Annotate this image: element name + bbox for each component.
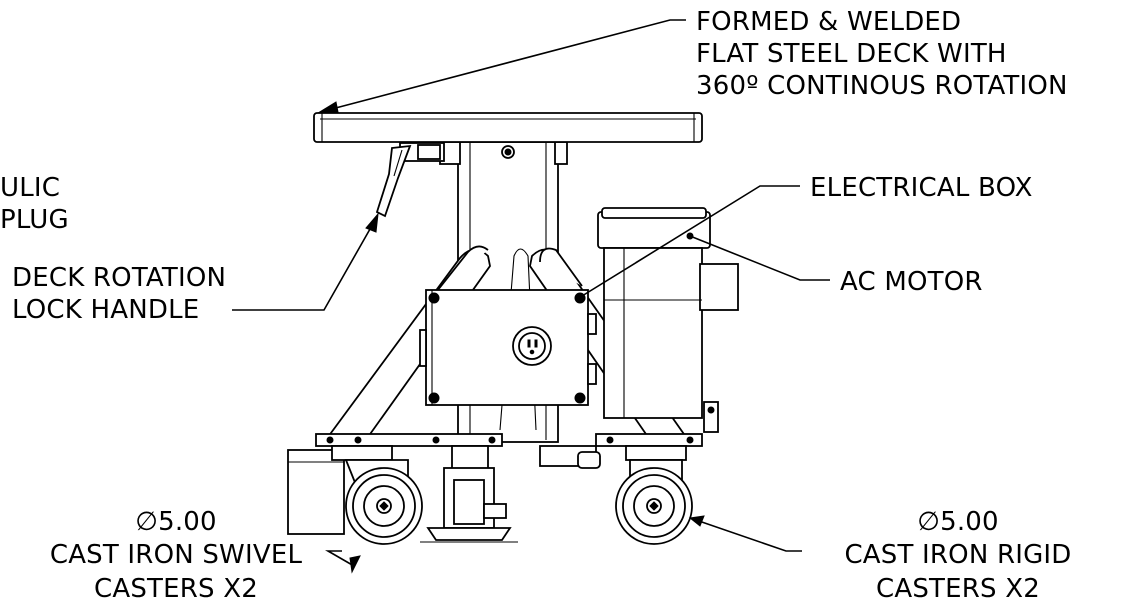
rigid-caster-label-line-2: CASTERS X2 [876, 574, 1040, 604]
deck-label-line-1: FORMED & WELDED [696, 7, 961, 37]
hydraulic-label-line-1: ULIC [0, 173, 60, 203]
deck-arrowhead [317, 101, 339, 114]
machine-assembly [287, 112, 739, 545]
lock-handle-arrowhead [365, 212, 379, 233]
deck-label-line-2: FLAT STEEL DECK WITH [696, 39, 1007, 69]
lock-handle-label-line-2: LOCK HANDLE [12, 295, 199, 325]
electrical-box-leader [581, 185, 800, 297]
deck-label-line-3: 360º CONTINOUS ROTATION [696, 71, 1068, 101]
lock-handle-leader [232, 221, 375, 311]
swivel-caster-label-line-2: CASTERS X2 [94, 574, 258, 604]
steel-deck [313, 112, 703, 159]
lock-handle-label-line-1: DECK ROTATION [12, 263, 226, 293]
leader-lines [232, 19, 830, 574]
ac-motor-leader [689, 235, 830, 281]
diameter-symbol: ∅ [135, 507, 158, 537]
swivel-caster-leader [325, 550, 355, 567]
rigid-caster-leader [695, 519, 802, 552]
ac-motor-label: AC MOTOR [840, 267, 983, 297]
center-jack [420, 445, 518, 543]
diameter-symbol: ∅ [917, 507, 940, 537]
base-plates [315, 433, 703, 469]
rigid-caster [615, 445, 693, 545]
deck-leader [327, 19, 686, 111]
electrical-box [419, 289, 597, 406]
electrical-box-label: ELECTRICAL BOX [810, 173, 1033, 203]
swivel-caster [331, 445, 423, 545]
swivel-caster-diameter: ∅5.00 [135, 507, 217, 537]
callout-labels: FORMED & WELDED FLAT STEEL DECK WITH 360… [0, 7, 1071, 604]
hydraulic-block [287, 449, 345, 535]
swivel-caster-label-line-1: CAST IRON SWIVEL [50, 540, 303, 570]
rigid-caster-label-line-1: CAST IRON RIGID [844, 540, 1071, 570]
deck-rotation-lock-handle [375, 142, 445, 218]
rigid-caster-diameter: ∅5.00 [917, 507, 999, 537]
swivel-caster-arrowhead [349, 555, 361, 574]
rigid-caster-arrowhead [688, 515, 705, 527]
hydraulic-label-line-2: PLUG [0, 205, 69, 235]
ac-motor [597, 207, 739, 433]
